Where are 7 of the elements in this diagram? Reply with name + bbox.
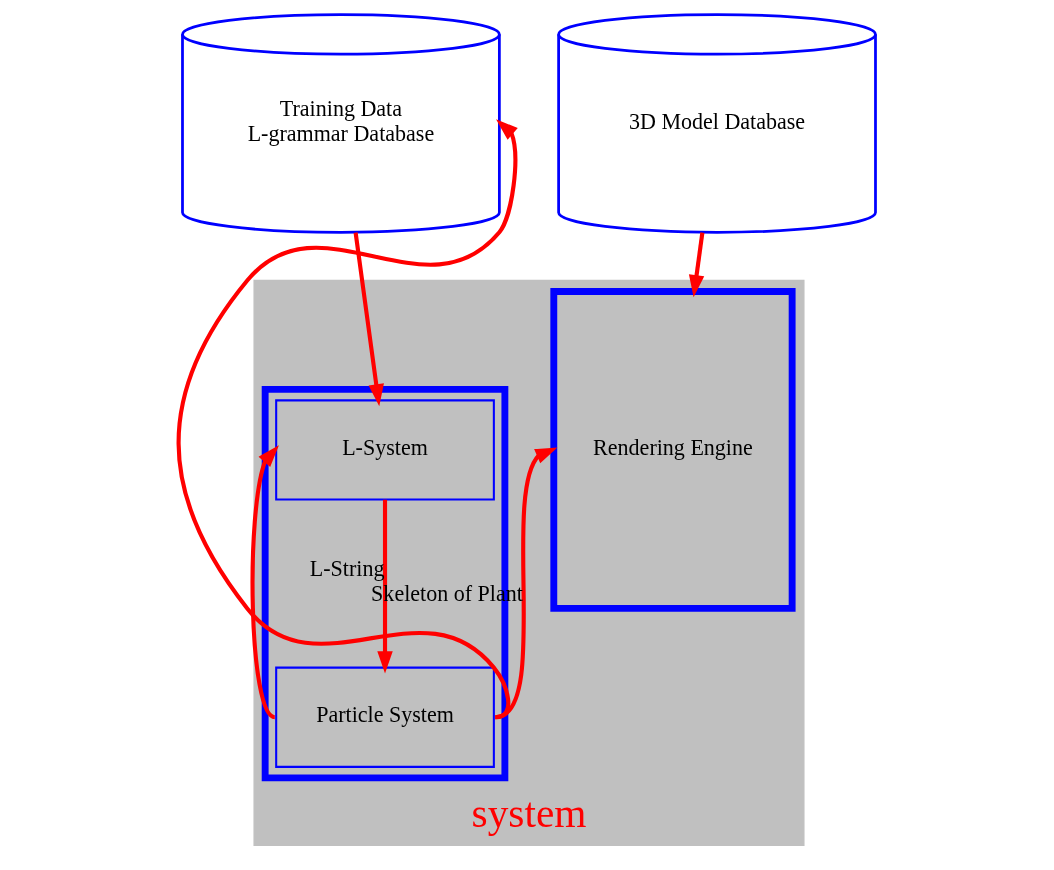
arrow <box>176 118 518 719</box>
arrow <box>377 499 393 673</box>
node-box: Particle System <box>275 666 495 768</box>
node-box: L-System <box>275 398 495 501</box>
arrow <box>688 231 705 297</box>
arrow <box>353 231 384 406</box>
node-box: Rendering Engine <box>550 287 796 612</box>
